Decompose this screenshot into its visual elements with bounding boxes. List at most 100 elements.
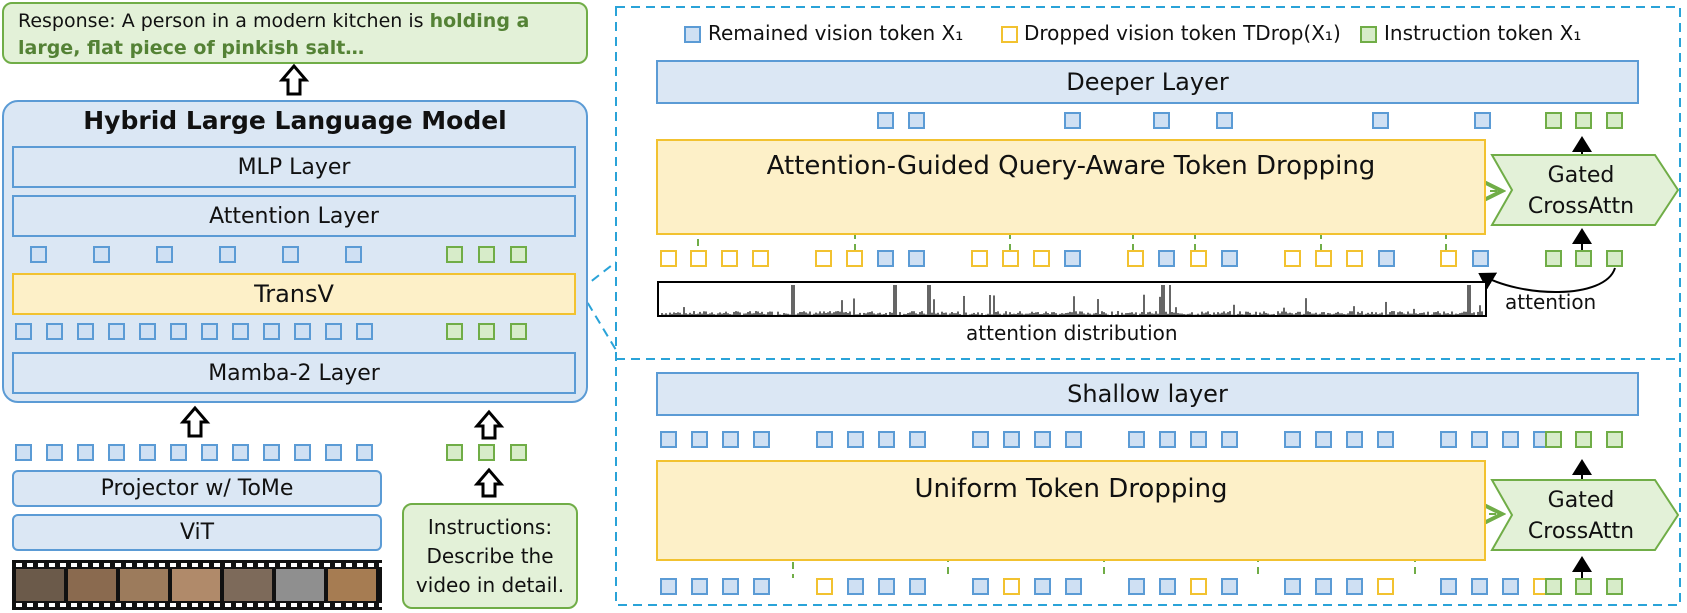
film-hole — [368, 603, 374, 607]
film-hole — [236, 563, 242, 567]
dropped-vision-token — [752, 250, 769, 267]
film-hole — [335, 603, 341, 607]
film-hole — [368, 563, 374, 567]
dropped-vision-token — [1003, 578, 1020, 595]
transv-layer: TransV — [12, 273, 576, 315]
film-hole — [302, 563, 308, 567]
remained-vision-token — [1474, 112, 1491, 129]
vision-token — [46, 323, 63, 340]
video-film-strip — [12, 560, 385, 610]
film-hole — [27, 603, 33, 607]
film-hole — [137, 603, 143, 607]
film-hole — [181, 603, 187, 607]
film-hole — [104, 563, 110, 567]
vision-token — [972, 431, 989, 448]
remained-vision-token — [1034, 578, 1051, 595]
remained-vision-token — [1502, 578, 1519, 595]
remained-vision-token — [1440, 578, 1457, 595]
film-hole — [280, 603, 286, 607]
film-hole — [16, 563, 22, 567]
vision-token — [232, 323, 249, 340]
shallow-layer: Shallow layer — [656, 372, 1639, 416]
film-hole — [159, 563, 165, 567]
film-hole — [170, 603, 176, 607]
film-hole — [291, 603, 297, 607]
video-frame — [328, 569, 376, 601]
instruction-token — [1575, 578, 1592, 595]
vision-token — [108, 444, 125, 461]
gated-deep-line-1: Gated — [1547, 163, 1615, 188]
remained-vision-token — [908, 250, 925, 267]
film-hole — [137, 563, 143, 567]
instruction-token — [510, 444, 527, 461]
film-hole — [71, 603, 77, 607]
instruction-token — [478, 323, 495, 340]
remained-vision-token — [1159, 578, 1176, 595]
film-hole — [38, 563, 44, 567]
vision-token — [356, 444, 373, 461]
vision-token — [294, 323, 311, 340]
vision-token — [753, 431, 770, 448]
vision-token — [325, 323, 342, 340]
remained-vision-token — [877, 112, 894, 129]
film-hole — [324, 563, 330, 567]
right-dashed-frame — [615, 6, 1681, 606]
gated-crossattn-shallow-label: Gated CrossAttn — [1506, 485, 1656, 547]
instruction-token — [446, 246, 463, 263]
gated-crossattn-deep-label: Gated CrossAttn — [1506, 160, 1656, 222]
instruction-token — [510, 246, 527, 263]
dropped-vision-token — [1284, 250, 1301, 267]
dropped-vision-token — [1190, 578, 1207, 595]
film-hole — [258, 563, 264, 567]
film-hole — [203, 563, 209, 567]
dropped-vision-token — [1346, 250, 1363, 267]
vision-token — [878, 431, 895, 448]
remained-vision-token — [753, 578, 770, 595]
vision-token — [1440, 431, 1457, 448]
remained-vision-token — [972, 578, 989, 595]
attention-arrow — [1478, 267, 1616, 293]
film-hole — [203, 603, 209, 607]
film-hole — [269, 563, 275, 567]
hybrid-llm-title: Hybrid Large Language Model — [83, 106, 507, 135]
remained-vision-token — [1064, 250, 1081, 267]
hollow-arrow-vision — [179, 405, 211, 438]
gated-crossattn-shape-deep — [1490, 154, 1680, 226]
dropped-vision-token — [1033, 250, 1050, 267]
dropped-vision-token — [1190, 250, 1207, 267]
film-hole — [93, 563, 99, 567]
vision-token — [1284, 431, 1301, 448]
film-hole — [71, 563, 77, 567]
remained-vision-token — [1064, 112, 1081, 129]
vision-token — [15, 323, 32, 340]
vision-token — [1003, 431, 1020, 448]
instruction-token — [1545, 578, 1562, 595]
film-hole — [82, 603, 88, 607]
film-hole — [60, 563, 66, 567]
instruction-token — [1575, 431, 1592, 448]
remained-vision-token — [847, 578, 864, 595]
hollow-arrow-instr-1 — [473, 409, 505, 440]
film-hole — [291, 563, 297, 567]
vision-token — [1221, 431, 1238, 448]
remained-vision-token — [1128, 578, 1145, 595]
instruction-token — [1575, 250, 1592, 267]
film-hole — [269, 603, 275, 607]
gated-deep-line-2: CrossAttn — [1527, 194, 1635, 219]
vision-token — [282, 246, 299, 263]
film-hole — [335, 563, 341, 567]
vision-token — [1471, 431, 1488, 448]
film-hole — [27, 563, 33, 567]
instruction-token — [446, 444, 463, 461]
vision-token — [1346, 431, 1363, 448]
video-frame — [120, 569, 168, 601]
hollow-arrow-instr-2 — [473, 467, 505, 498]
attention-distribution-label: attention distribution — [966, 321, 1178, 345]
instruction-token — [1545, 431, 1562, 448]
vision-token — [15, 444, 32, 461]
film-hole — [258, 603, 264, 607]
instruction-token — [1545, 250, 1562, 267]
vit-box: ViT — [12, 514, 382, 551]
film-hole — [379, 563, 385, 567]
film-hole — [181, 563, 187, 567]
